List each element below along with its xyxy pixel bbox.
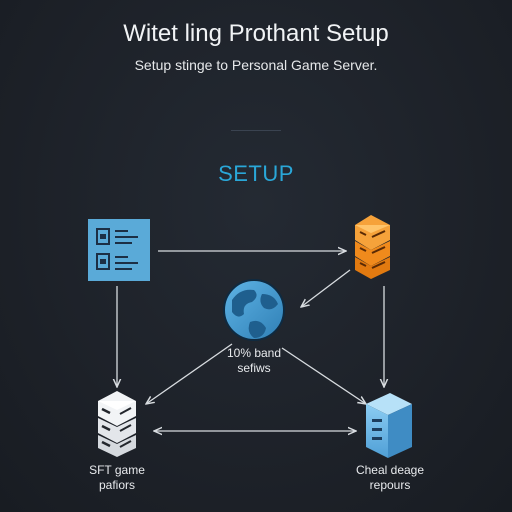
server-stack-icon	[355, 215, 390, 279]
storage-cube-icon	[366, 393, 412, 458]
arrow-globe-to-game-server	[146, 343, 233, 404]
globe-label-line2: sefiws	[237, 361, 271, 375]
cloud-storage-label-line1: Cheal deage	[355, 463, 425, 477]
game-server-label: SFT game pafiors	[62, 463, 172, 493]
section-heading: SETUP	[218, 161, 294, 186]
game-server-label-line2: pafiors	[98, 478, 136, 492]
page-title: Witet ling Prothant Setup	[123, 20, 389, 47]
server-stack-icon	[98, 391, 136, 457]
globe-label: 10% band sefiws	[204, 346, 304, 376]
divider	[231, 130, 281, 131]
globe-label-line1: 10% band	[226, 346, 282, 360]
arrow-server-to-globe	[301, 269, 351, 307]
globe-node	[223, 279, 285, 341]
cloud-storage-node	[366, 393, 412, 458]
game-server-node	[98, 391, 136, 457]
page-subtitle: Setup stinge to Personal Game Server.	[134, 57, 378, 73]
config-node	[88, 219, 150, 281]
cloud-storage-label-line2: repours	[369, 478, 411, 492]
game-server-label-line1: SFT game	[89, 463, 145, 477]
server-top-node	[355, 215, 390, 279]
cloud-storage-label: Cheal deage repours	[330, 463, 450, 493]
arrow-globe-to-storage	[281, 347, 366, 404]
globe-icon	[223, 279, 285, 341]
connectors	[117, 251, 384, 431]
